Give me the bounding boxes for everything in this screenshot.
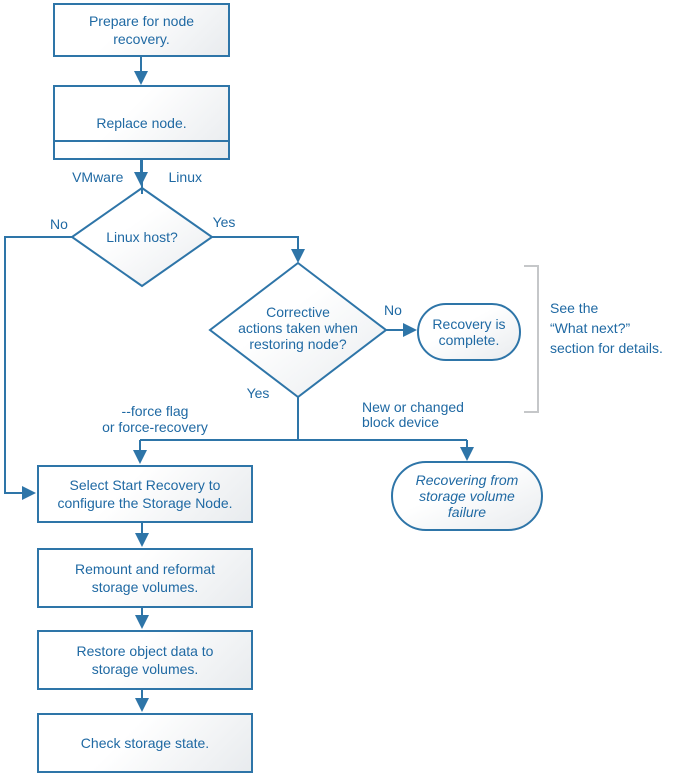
arrowhead-yes-linux-path bbox=[291, 249, 305, 263]
arrowhead-remount-to-restore bbox=[135, 615, 149, 629]
node-check-storage-state: Check storage state. bbox=[37, 713, 253, 773]
node-check-storage-state-label: Check storage state. bbox=[80, 735, 210, 751]
node-prepare-for-recovery: Prepare for node recovery. bbox=[53, 3, 230, 57]
annotation-bracket bbox=[524, 265, 539, 413]
connector-no-linux-path bbox=[4, 236, 72, 494]
cell-vmware: VMware bbox=[72, 169, 124, 185]
node-select-start-recovery-label: Select Start Recovery to configure the S… bbox=[57, 477, 233, 511]
arrowhead-prepare-to-replace bbox=[134, 71, 148, 85]
label-no-linux: No bbox=[50, 216, 68, 232]
connector-yes-corrective-split bbox=[139, 397, 468, 451]
node-restore-object-data: Restore object data to storage volumes. bbox=[37, 630, 253, 690]
node-prepare-label: Prepare for node recovery. bbox=[88, 13, 195, 47]
arrowhead-no-corrective-path bbox=[403, 323, 417, 337]
node-remount-reformat: Remount and reformat storage volumes. bbox=[37, 548, 253, 608]
arrowhead-select-to-remount bbox=[135, 533, 149, 547]
terminal-recovery-complete-shape bbox=[417, 303, 521, 361]
node-replace-title: Replace node. bbox=[55, 105, 228, 142]
label-force-flag: --force flag or force-recovery bbox=[102, 403, 208, 435]
decision-corrective-actions-label: Corrective actions taken when restoring … bbox=[238, 304, 358, 352]
label-yes-linux: Yes bbox=[212, 214, 236, 230]
terminal-recovering-from-failure-shape bbox=[391, 461, 543, 531]
annotation-see-what-next: See the “What next?” section for details… bbox=[550, 300, 663, 356]
decision-linux-host-shape bbox=[70, 186, 214, 288]
arrowhead-no-linux-path bbox=[22, 486, 36, 500]
arrowhead-force-flag-branch bbox=[133, 450, 147, 464]
terminal-recovering-from-failure-label: Recovering from storage volume failure bbox=[415, 472, 519, 520]
node-select-start-recovery: Select Start Recovery to configure the S… bbox=[37, 465, 253, 523]
node-replace-node: Replace node. VMware Linux bbox=[53, 85, 230, 194]
decision-linux-host-label: Linux host? bbox=[106, 229, 178, 245]
arrowhead-restore-to-check bbox=[135, 698, 149, 712]
connector-yes-linux-path bbox=[212, 236, 299, 250]
terminal-recovery-complete-label: Recovery is complete. bbox=[432, 315, 506, 348]
label-new-block-device: New or changed block device bbox=[362, 399, 464, 430]
node-replace-variants: VMware Linux bbox=[55, 160, 228, 194]
node-restore-object-data-label: Restore object data to storage volumes. bbox=[76, 643, 214, 677]
label-yes-corrective: Yes bbox=[246, 385, 270, 401]
cell-linux: Linux bbox=[140, 160, 229, 194]
arrowhead-block-device-branch bbox=[460, 447, 474, 461]
node-remount-reformat-label: Remount and reformat storage volumes. bbox=[74, 561, 216, 595]
label-no-corrective: No bbox=[384, 302, 402, 318]
